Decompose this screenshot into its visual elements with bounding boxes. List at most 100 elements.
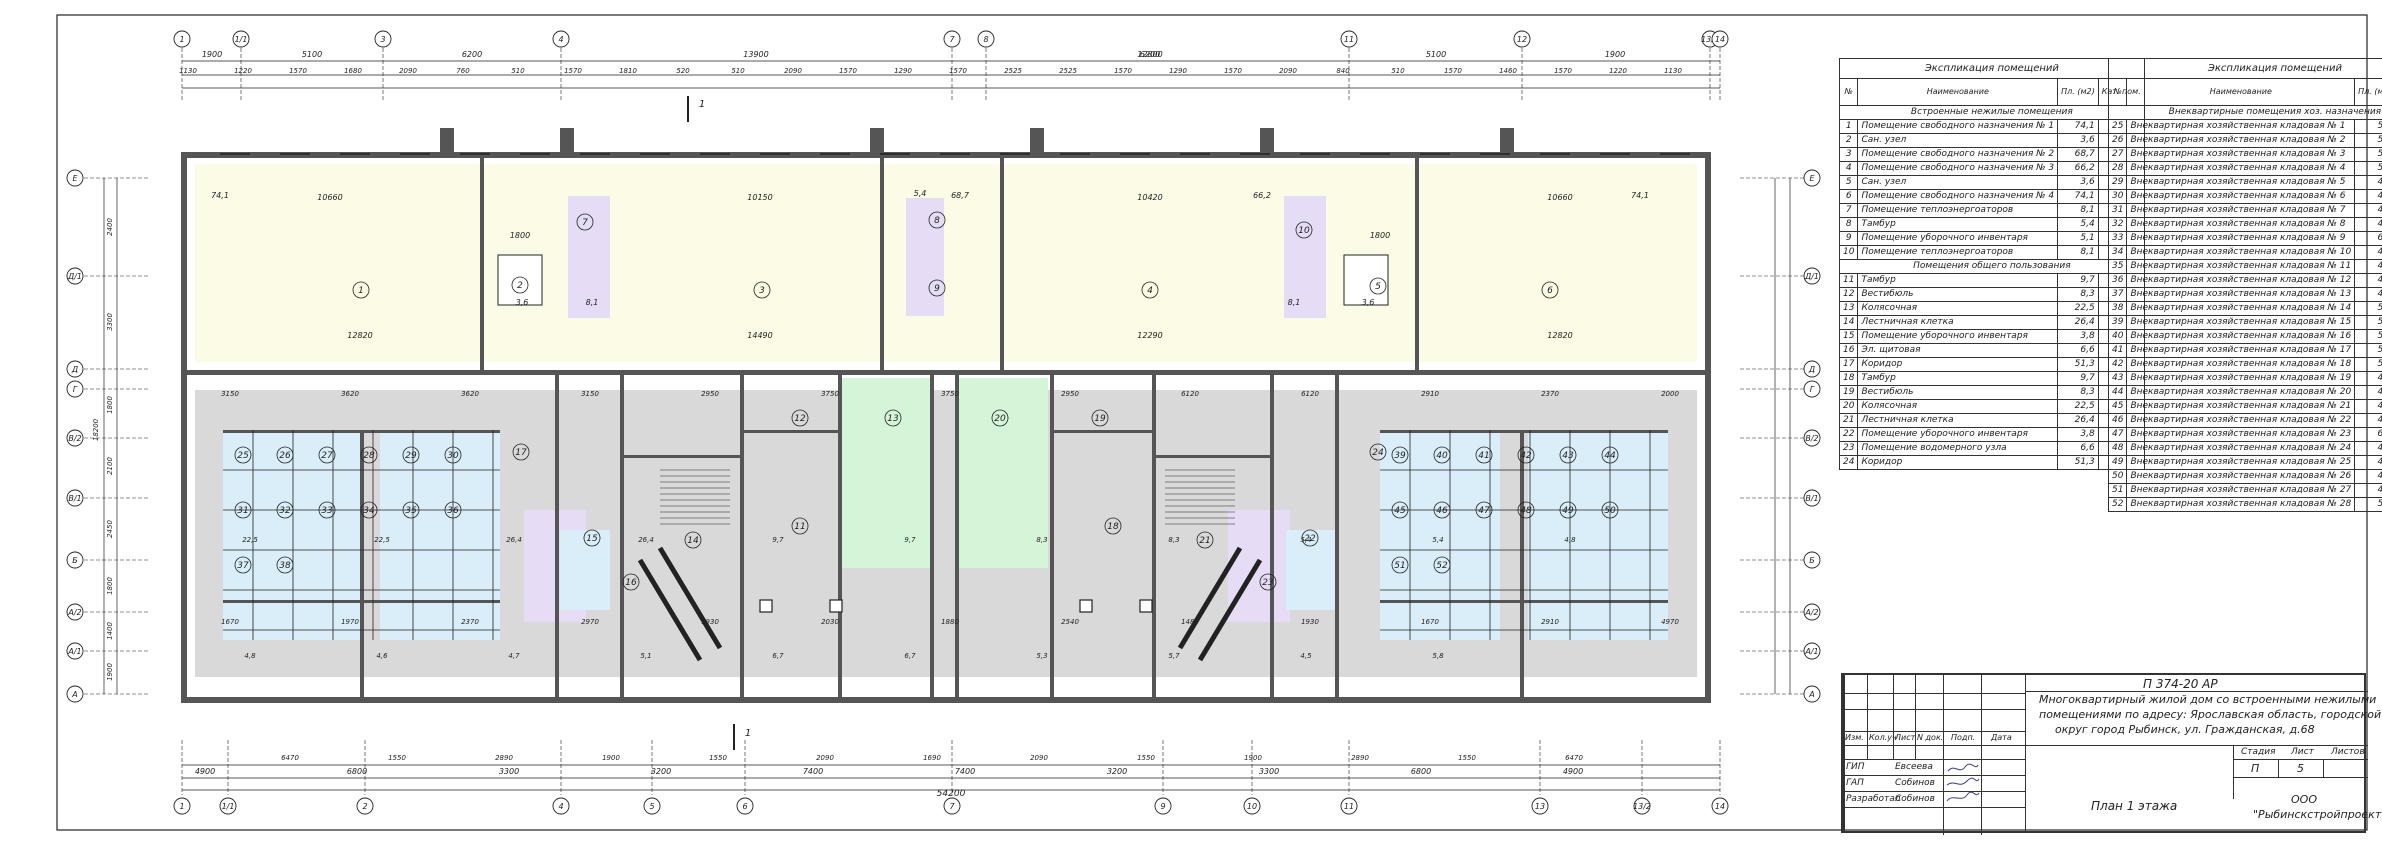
wall-h-2 <box>1380 430 1668 433</box>
room-area-lower-15: 5,1 <box>640 652 651 660</box>
room-area-upper-2: 68,7 <box>951 191 970 200</box>
room-number-52: 52 <box>1436 561 1448 571</box>
table-cell: 4,7 <box>2355 470 2382 484</box>
table-cell: 4,7 <box>2355 456 2382 470</box>
table-title: Экспликация помещений <box>2109 59 2382 79</box>
table-cell: Внеквартирная хозяйственная кладовая № 2… <box>2127 414 2355 428</box>
room-dim-lower-26: 4970 <box>1661 618 1679 626</box>
wall-internal-14 <box>1270 370 1274 697</box>
axis-bottom-5: 5 <box>649 802 654 811</box>
table-cell: 19 <box>1840 386 1858 400</box>
dim-top2-2: 1220 <box>234 67 252 75</box>
pilaster-5 <box>1260 128 1274 152</box>
table-cell: Внеквартирная хозяйственная кладовая № 2… <box>2127 428 2355 442</box>
dim-top2-28: 1130 <box>1664 67 1682 75</box>
axis-left-6: В/1 <box>68 494 81 503</box>
column-1 <box>760 600 772 612</box>
col-n: № <box>2109 79 2127 106</box>
axis-bottom-12: 13/2 <box>1633 802 1651 811</box>
wall-east <box>1705 152 1711 703</box>
dim-left-10: 1300 <box>103 0 121 2</box>
col-izm: Изм. <box>1845 733 1864 742</box>
table-cell: Внеквартирная хозяйственная кладовая № 2… <box>2127 470 2355 484</box>
room-number-44: 44 <box>1604 451 1616 461</box>
dim-left-9: 1900 <box>106 663 114 681</box>
room-dim-lower-13: 2000 <box>1661 390 1679 398</box>
pilaster-4 <box>1030 128 1044 152</box>
room-dim-upper-5: 12820 <box>347 331 372 340</box>
dim-top2-21: 2090 <box>1279 67 1297 75</box>
table-cell: 4,8 <box>2355 386 2382 400</box>
room-area-upper-5: 3,6 <box>516 298 529 307</box>
sheet-label: Лист <box>2291 747 2314 757</box>
axis-top-1: 1 <box>179 35 184 44</box>
dim-top2-10: 520 <box>676 67 690 75</box>
table-cell: 3 <box>1840 148 1858 162</box>
table-cell: 22,5 <box>2058 400 2099 414</box>
room-dim-upper-10: 1800 <box>1370 231 1390 240</box>
table-cell: 51 <box>2109 484 2127 498</box>
axis-bottom-11: 13 <box>1535 802 1545 811</box>
table-cell: 16 <box>1840 344 1858 358</box>
table-cell: Внеквартирная хозяйственная кладовая № 2… <box>2127 498 2355 512</box>
table-cell: 1 <box>1840 120 1858 134</box>
column-4 <box>1140 600 1152 612</box>
table-cell: 4,8 <box>2355 372 2382 386</box>
room-dim-upper-7: 12290 <box>1137 331 1162 340</box>
axis-right-8: А/2 <box>1804 608 1818 617</box>
room-number-48: 48 <box>1520 506 1532 516</box>
table-cell: 14 <box>1840 316 1858 330</box>
table-cell: 5,4 <box>2355 330 2382 344</box>
dim-bottom-3: 3300 <box>499 767 519 776</box>
room-area-lower-5: 9,7 <box>772 536 784 544</box>
room-area-lower-11: 4,8 <box>1564 536 1576 544</box>
room-area-lower-4: 26,4 <box>638 536 654 544</box>
room-dim-upper-3: 10420 <box>1137 193 1162 202</box>
room-number-15: 15 <box>586 534 598 544</box>
table-cell: Внеквартирная хозяйственная кладовая № 5 <box>2127 176 2355 190</box>
axis-right-6: В/1 <box>1805 494 1818 503</box>
table-cell: 45 <box>2109 400 2127 414</box>
table-cell: 12 <box>1840 288 1858 302</box>
dim-bottom-2: 6800 <box>347 767 367 776</box>
dim-top-8: 1900 <box>1605 50 1625 59</box>
dim-top-1: 1900 <box>202 50 222 59</box>
column-3 <box>1080 600 1092 612</box>
axis-top-10: 14 <box>1715 35 1725 44</box>
storage-cluster-4 <box>1380 430 1500 640</box>
table-cell: 17 <box>1840 358 1858 372</box>
dim-bottom2-11: 2890 <box>1351 754 1369 762</box>
table-cell: 33 <box>2109 232 2127 246</box>
name-gip: Евсеева <box>1895 762 1933 772</box>
sheet-value: 5 <box>2297 762 2304 775</box>
axis-top-4: 4 <box>558 35 563 44</box>
dim-top2-23: 510 <box>1391 67 1405 75</box>
signature-marks <box>1945 761 1981 807</box>
table-cell: 22 <box>1840 428 1858 442</box>
table-cell: Внеквартирная хозяйственная кладовая № 8 <box>2127 218 2355 232</box>
table-cell: Внеквартирная хозяйственная кладовая № 1 <box>2127 120 2355 134</box>
pilaster-2 <box>560 128 574 152</box>
room-area-lower-2: 22,5 <box>374 536 390 544</box>
table-cell: 5,1 <box>2058 232 2099 246</box>
table-cell: 8,3 <box>2058 288 2099 302</box>
room-number-30: 30 <box>447 451 459 461</box>
dim-bottom-10: 4900 <box>1563 767 1583 776</box>
table-cell: 4,7 <box>2355 274 2382 288</box>
table-cell: Помещение теплоэнергоаторов <box>1858 204 2058 218</box>
room-dim-lower-20: 1880 <box>941 618 959 626</box>
table-cell: 20 <box>1840 400 1858 414</box>
room-number-33: 33 <box>321 506 333 516</box>
axis-bottom-4: 4 <box>558 802 563 811</box>
room-number-13: 13 <box>887 414 899 424</box>
